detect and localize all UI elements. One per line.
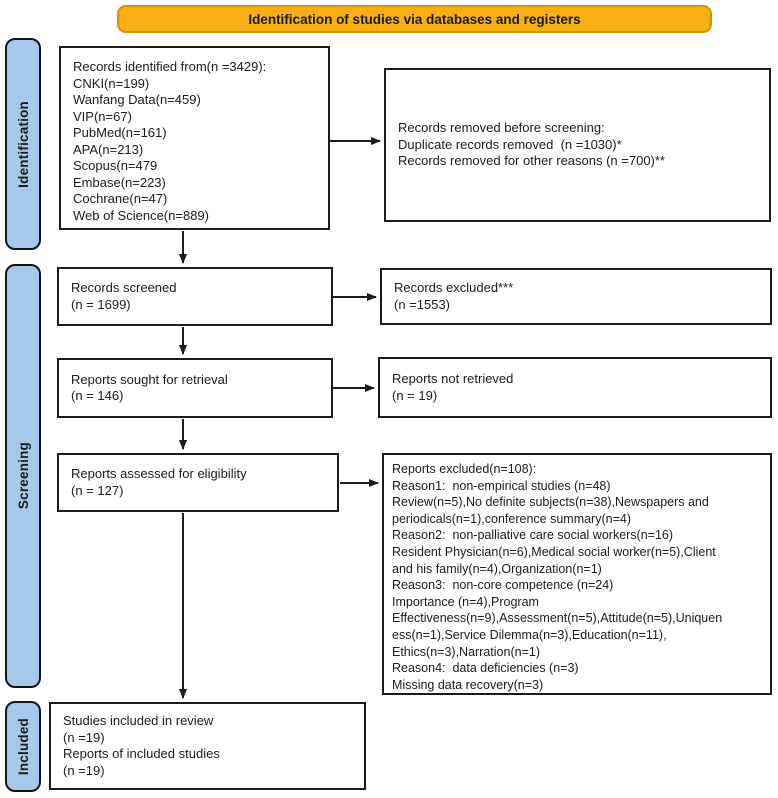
sidebar-screening-label: Screening [15,442,31,510]
sidebar-screening: Screening [5,264,41,688]
text-line: Reason3: non-core competence (n=24) [392,578,614,593]
text-line: Reason2: non-palliative care social work… [392,528,674,543]
text-line: (n = 1699) [71,296,131,312]
text-line: periodicals(n=1),conference summary(n=4) [392,511,631,526]
text-line: Records removed before screening: [398,120,605,136]
box-records-identified: Records identified from(n =3429):CNKI(n=… [59,46,330,230]
text-line: Reports sought for retrieval [71,371,228,387]
text-line: ess(n=1),Service Dilemma(n=3),Education(… [392,627,667,642]
box-reports-excluded-reasons: Reports excluded(n=108): Reason1: non-emp… [382,453,772,695]
text-line: (n = 127) [71,482,124,498]
text-line: (n = 146) [71,388,124,403]
box-reports-not-retrieved: Reports not retrieved(n = 19) [378,357,772,418]
text-line: Resident Physician(n=6),Medical social w… [392,544,716,559]
box-records-screened: Records screened(n = 1699) [57,267,333,326]
text-line: Web of Science(n=889) [73,207,209,223]
sidebar-identification-label: Identification [15,100,31,188]
text-line: (n =1553) [394,296,451,312]
sidebar-identification: Identification [5,38,41,250]
sidebar-included: Included [5,701,41,792]
text-line: Records identified from(n =3429): [73,59,267,74]
banner-title: Identification of studies via databases … [248,11,581,27]
text-line: Cochrane(n=47) [73,191,168,206]
text-line: Effectiveness(n=9),Assessment(n=5),Attit… [392,611,723,626]
text-line: Missing data recovery(n=3) [392,677,544,692]
text-line: Embase(n=223) [73,174,166,190]
text-line: Ethics(n=3),Narration(n=1) [392,644,540,659]
text-line: Review(n=5),No definite subjects(n=38),N… [392,495,709,510]
banner-identification-via-databases: Identification of studies via databases … [117,5,712,33]
text-line: PubMed(n=161) [73,125,167,140]
text-line: and his family(n=4),Organization(n=1) [392,561,602,576]
box-reports-sought-retrieval: Reports sought for retrieval(n = 146) [57,358,333,418]
text-line: CNKI(n=199) [73,75,150,91]
text-line: Reports of included studies [63,746,220,761]
box-records-removed-before-screening: Records removed before screening:Duplica… [384,68,771,222]
text-line: Wanfang Data(n=459) [73,92,201,107]
text-line: Records excluded*** [394,280,514,295]
text-line: Reports excluded(n=108): [392,462,537,476]
text-line: Records removed for other reasons (n =70… [398,153,665,169]
text-line: Reason4: data deficiencies (n=3) [392,661,579,676]
text-line: (n =19) [63,729,105,745]
text-line: APA(n=213) [73,141,144,157]
box-records-excluded: Records excluded***(n =1553) [380,268,772,325]
text-line: Scopus(n=479 [73,158,158,173]
text-line: (n =19) [63,762,105,778]
text-line: Reports assessed for eligibility [71,466,247,481]
text-line: Reason1: non-empirical studies (n=48) [392,478,611,493]
sidebar-included-label: Included [15,717,31,776]
text-line: Importance (n=4),Program [392,594,539,609]
text-line: Reports not retrieved [392,371,514,386]
text-line: Studies included in review [63,713,214,728]
text-line: Records screened [71,280,177,295]
text-line: VIP(n=67) [73,108,132,124]
box-studies-included-review: Studies included in review(n =19)Reports… [49,702,366,790]
text-line: Duplicate records removed (n =1030)* [398,136,622,152]
box-reports-assessed-eligibility: Reports assessed for eligibility(n = 127… [57,453,339,512]
text-line: (n = 19) [392,387,438,403]
